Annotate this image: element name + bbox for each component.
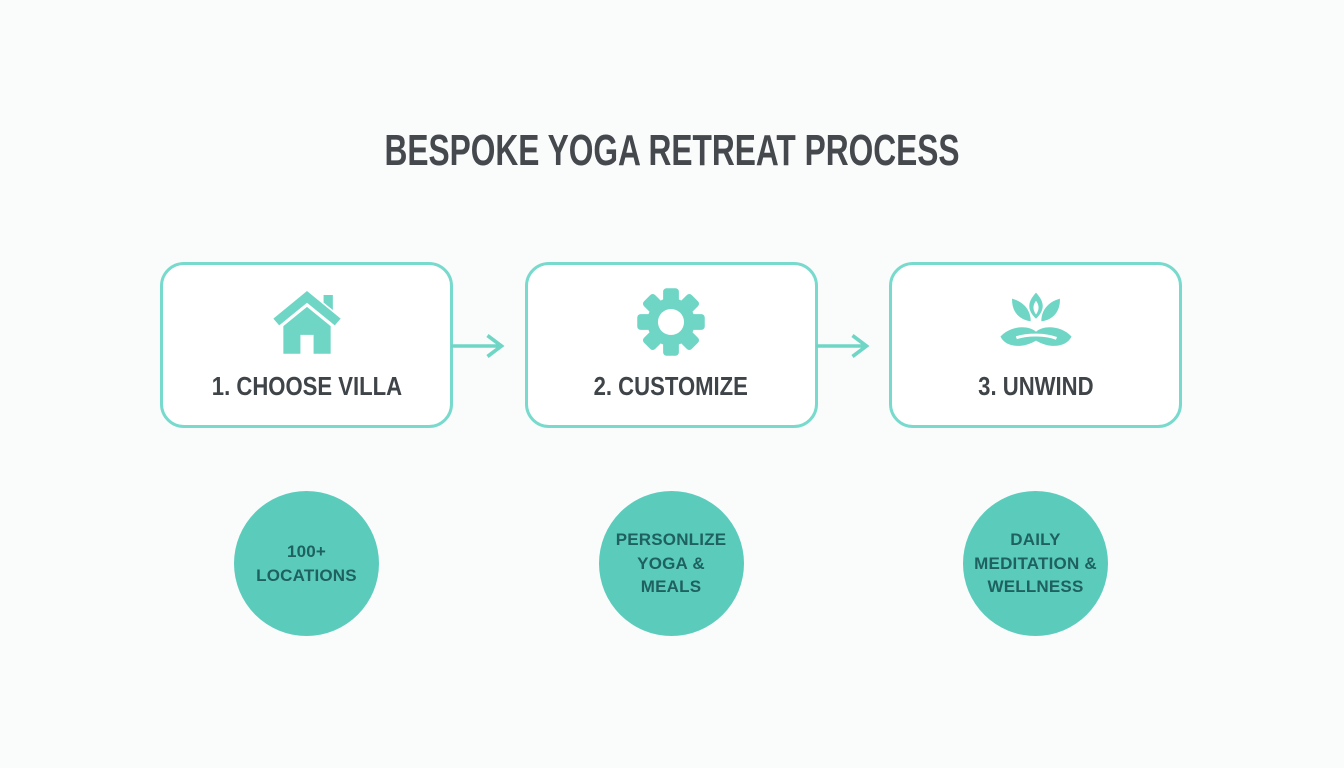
- house-icon: [268, 285, 346, 359]
- process-steps-row: 1. CHOOSE VILLA 2. CUSTOMIZE: [160, 262, 1182, 428]
- badge-cell: PERSONLIZE YOGA & MEALS: [525, 491, 818, 636]
- step-card-choose-villa: 1. CHOOSE VILLA: [160, 262, 453, 428]
- page-title: BESPOKE YOGA RETREAT PROCESS: [384, 126, 960, 175]
- locations-badge: 100+ LOCATIONS: [234, 491, 379, 636]
- step-label: 3. UNWIND: [977, 371, 1094, 401]
- badge-cell: DAILY MEDITATION & WELLNESS: [889, 491, 1182, 636]
- wellness-badge: DAILY MEDITATION & WELLNESS: [963, 491, 1108, 636]
- badge-cell: 100+ LOCATIONS: [160, 491, 453, 636]
- personalize-badge: PERSONLIZE YOGA & MEALS: [598, 491, 744, 636]
- flow-arrow-icon: [451, 330, 515, 362]
- lotus-icon: [995, 285, 1077, 359]
- flow-arrow-icon: [816, 330, 880, 362]
- gear-icon: [635, 285, 707, 359]
- feature-badges-row: 100+ LOCATIONS PERSONLIZE YOGA & MEALS D…: [160, 491, 1182, 636]
- step-label: 1. CHOOSE VILLA: [211, 371, 402, 401]
- step-card-unwind: 3. UNWIND: [889, 262, 1182, 428]
- step-label: 2. CUSTOMIZE: [593, 371, 749, 401]
- step-card-customize: 2. CUSTOMIZE: [524, 262, 818, 428]
